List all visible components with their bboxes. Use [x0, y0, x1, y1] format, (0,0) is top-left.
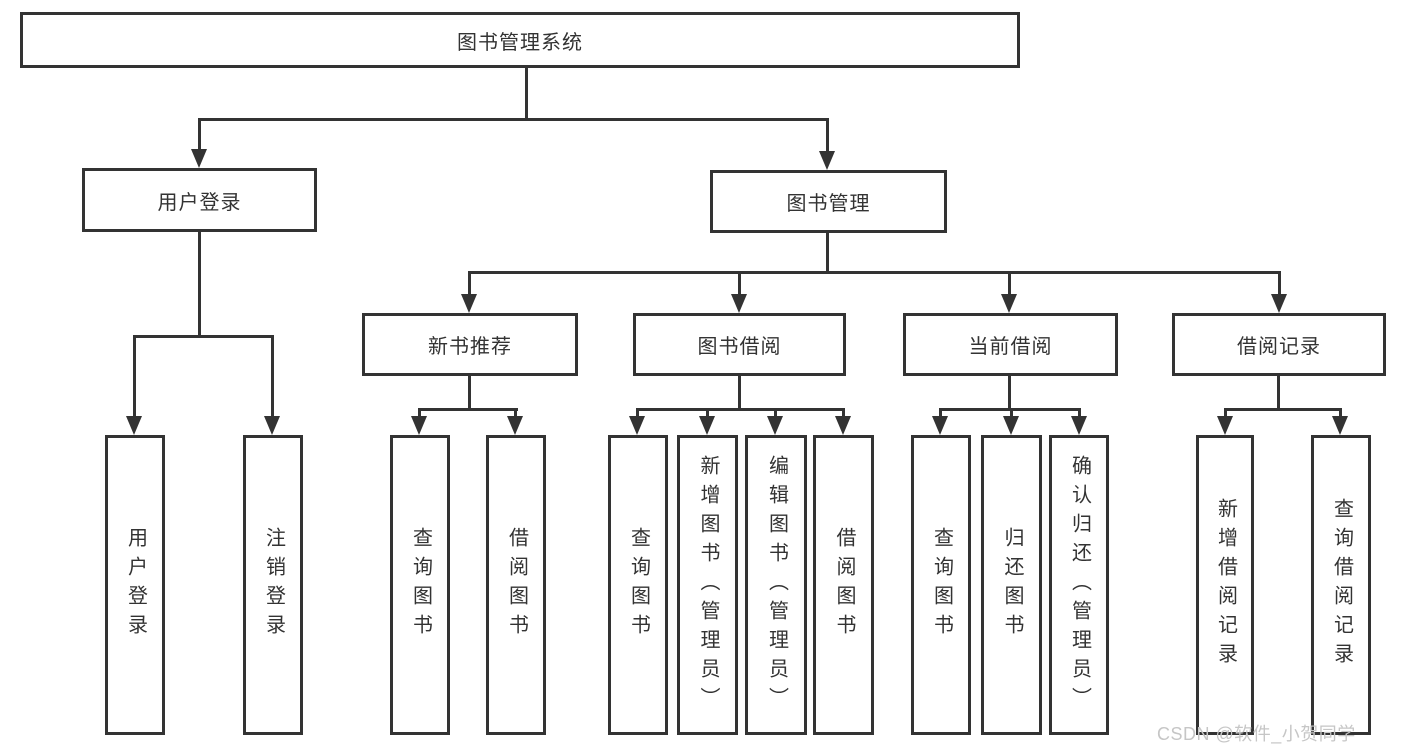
leaf-borrow-books-recommend: 借阅图书 [486, 435, 546, 735]
connector-line [198, 118, 201, 158]
connector-line [826, 233, 829, 273]
leaf-borrow-books: 借阅图书 [813, 435, 874, 735]
leaf-add-borrow-record: 新增借阅记录 [1196, 435, 1254, 735]
arrow-down-icon [191, 149, 207, 168]
connector-line [1278, 271, 1281, 299]
node-label: 当前借阅 [968, 336, 1053, 358]
node-label: 查询图书 [930, 527, 953, 643]
node-borrowing-records: 借阅记录 [1172, 313, 1386, 376]
node-label: 查询图书 [627, 527, 650, 643]
node-label: 新增图书（管理员） [697, 454, 719, 716]
leaf-return-books: 归还图书 [981, 435, 1042, 735]
arrow-down-icon [1001, 294, 1017, 313]
connector-line [418, 408, 421, 420]
arrow-down-icon [767, 416, 783, 435]
connector-line [133, 335, 274, 338]
connector-line [1008, 376, 1011, 408]
arrow-down-icon [411, 416, 427, 435]
connector-line [1008, 271, 1011, 299]
node-label: 新书推荐 [428, 336, 512, 358]
node-book-borrowing: 图书借阅 [633, 313, 846, 376]
node-label: 借阅图书 [505, 527, 528, 643]
leaf-query-books-current: 查询图书 [911, 435, 971, 735]
node-root-system: 图书管理系统 [20, 12, 1020, 68]
connector-line [636, 408, 844, 411]
node-label: 图书管理系统 [457, 31, 583, 54]
node-label: 新增借阅记录 [1214, 498, 1237, 672]
leaf-query-borrow-record: 查询借阅记录 [1311, 435, 1371, 735]
leaf-query-books-borrowing: 查询图书 [608, 435, 668, 735]
arrow-down-icon [629, 416, 645, 435]
node-label: 图书借阅 [697, 336, 782, 358]
connector-line [1277, 376, 1280, 408]
node-label: 确认归还（管理员） [1068, 454, 1091, 716]
connector-line [418, 408, 518, 411]
arrow-down-icon [1217, 416, 1233, 435]
node-label: 查询借阅记录 [1330, 498, 1353, 672]
node-user-login: 用户登录 [82, 168, 317, 232]
arrow-down-icon [1332, 416, 1348, 435]
connector-line [525, 65, 528, 118]
connector-line [774, 408, 777, 420]
node-label: 查询图书 [409, 527, 432, 643]
connector-line [1078, 408, 1081, 420]
connector-line [468, 376, 471, 408]
connector-line [468, 271, 1281, 274]
connector-line [939, 408, 942, 420]
connector-line [1224, 408, 1227, 420]
connector-line [706, 408, 709, 420]
arrow-down-icon [731, 294, 747, 313]
node-label: 用户登录 [157, 191, 242, 214]
arrow-down-icon [1003, 416, 1019, 435]
connector-line [198, 232, 201, 335]
connector-line [198, 118, 829, 121]
connector-line [468, 271, 471, 299]
node-label: 用户登录 [124, 527, 147, 643]
leaf-logout: 注销登录 [243, 435, 303, 735]
node-label: 编辑图书（管理员） [765, 454, 788, 716]
arrow-down-icon [932, 416, 948, 435]
connector-line [514, 408, 517, 420]
connector-line [842, 408, 845, 420]
connector-line [738, 271, 741, 299]
connector-line [271, 335, 274, 420]
connector-line [939, 408, 1080, 411]
connector-line [133, 335, 136, 420]
connector-line [1224, 408, 1341, 411]
node-new-book-recommend: 新书推荐 [362, 313, 578, 376]
arrow-down-icon [1271, 294, 1287, 313]
node-label: 借阅图书 [833, 527, 855, 643]
node-current-borrowing: 当前借阅 [903, 313, 1118, 376]
arrow-down-icon [835, 416, 851, 435]
leaf-query-books-recommend: 查询图书 [390, 435, 450, 735]
arrow-down-icon [126, 416, 142, 435]
leaf-confirm-return-admin: 确认归还（管理员） [1049, 435, 1109, 735]
arrow-down-icon [1071, 416, 1087, 435]
node-label: 借阅记录 [1237, 336, 1321, 358]
arrow-down-icon [699, 416, 715, 435]
connector-line [1010, 408, 1013, 420]
csdn-watermark: CSDN @软件_小贺同学 [1157, 724, 1356, 744]
arrow-down-icon [507, 416, 523, 435]
arrow-down-icon [461, 294, 477, 313]
node-label: 归还图书 [1001, 527, 1023, 643]
node-label: 注销登录 [262, 527, 285, 643]
leaf-edit-books-admin: 编辑图书（管理员） [745, 435, 807, 735]
arrow-down-icon [264, 416, 280, 435]
node-book-management: 图书管理 [710, 170, 947, 233]
node-label: 图书管理 [786, 193, 871, 215]
connector-line [826, 118, 829, 160]
arrow-down-icon [819, 151, 835, 170]
connector-line [738, 376, 741, 408]
leaf-add-books-admin: 新增图书（管理员） [677, 435, 738, 735]
connector-line [1339, 408, 1342, 420]
connector-line [636, 408, 639, 420]
leaf-user-login: 用户登录 [105, 435, 165, 735]
